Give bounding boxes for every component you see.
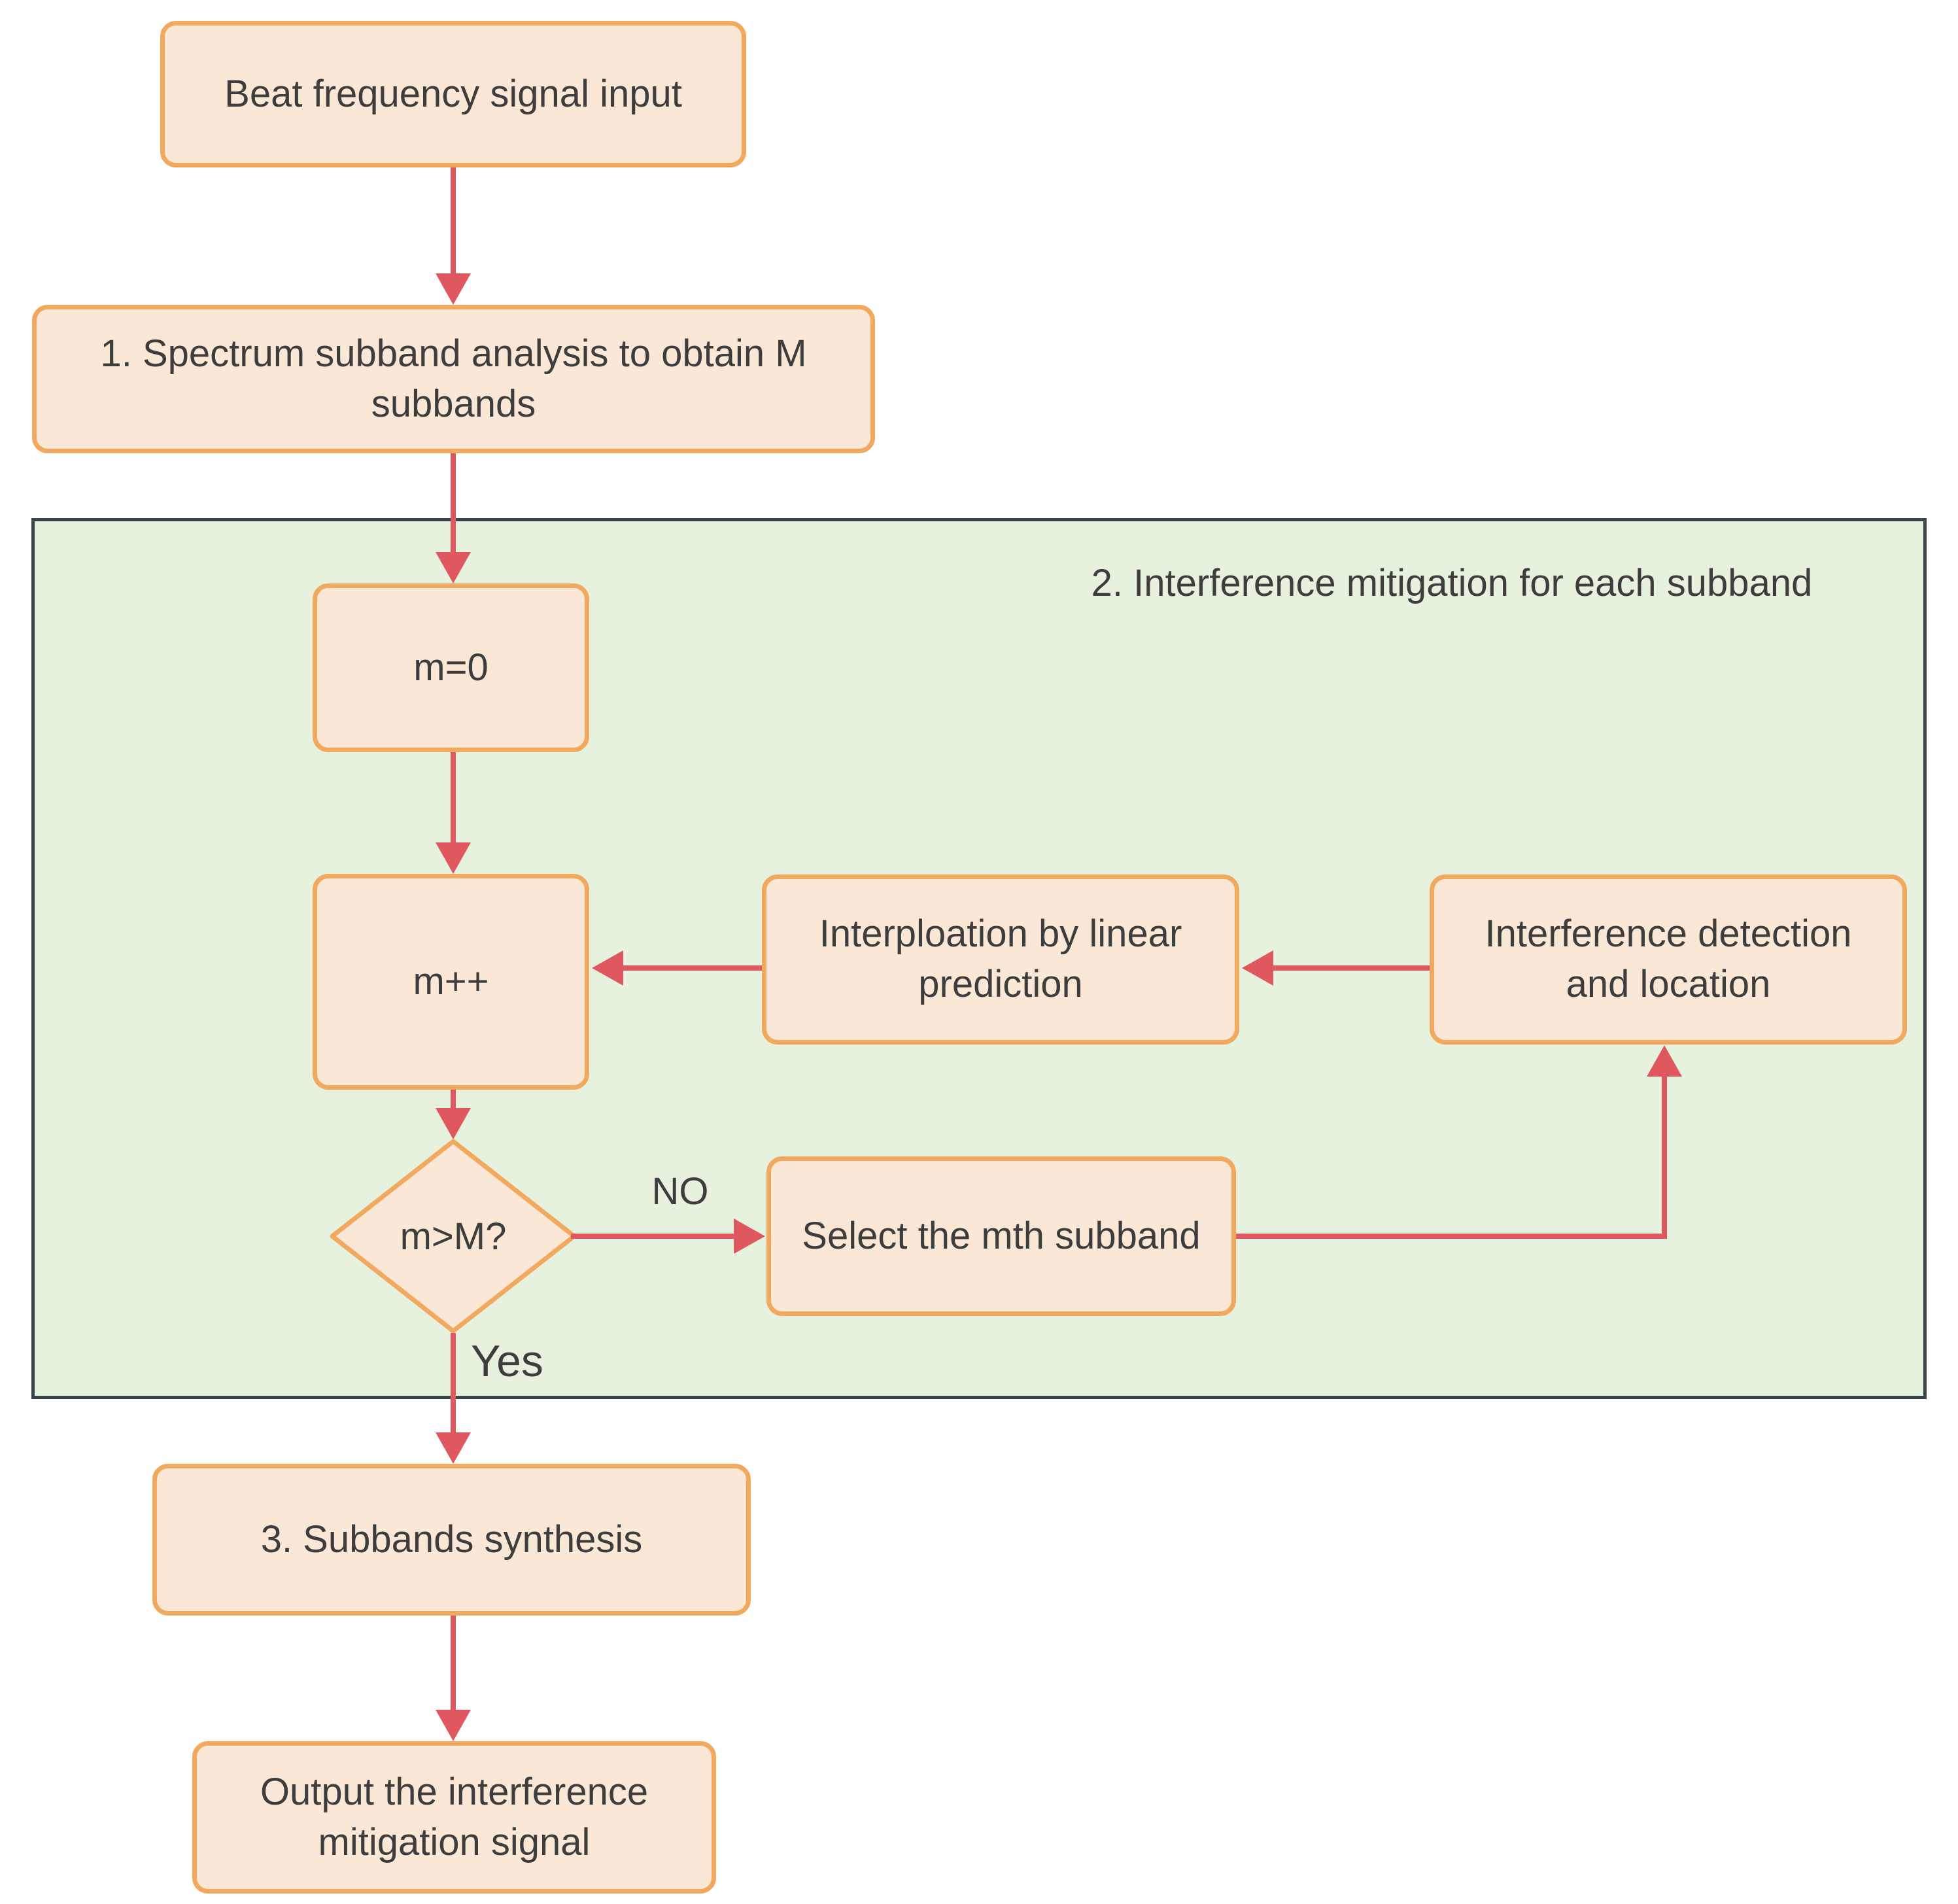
arrow-decision-to-select-head	[734, 1219, 765, 1254]
arrow-interp-to-mpp-head	[592, 950, 623, 986]
arrow-decision-to-synthesis-head	[436, 1432, 471, 1464]
arrow-select-to-detect-head	[1647, 1045, 1682, 1077]
arrow-synthesis-to-output-head	[436, 1710, 471, 1741]
arrow-mpp-to-decision-line	[451, 1090, 456, 1109]
decision-diamond-shape	[330, 1139, 577, 1334]
arrow-detect-to-interp-head	[1242, 950, 1273, 986]
arrow-m0-to-mpp-head	[436, 842, 471, 874]
arrow-synthesis-to-output-line	[451, 1616, 456, 1711]
node-output-mitigation-signal: Output the interference mitigation signa…	[192, 1741, 716, 1894]
arrow-decision-to-synthesis-line	[451, 1333, 456, 1434]
edge-label-yes: Yes	[471, 1336, 543, 1386]
node-interpolation-linear-prediction: Interploation by linear prediction	[762, 874, 1239, 1045]
decision-label: m>M?	[400, 1215, 507, 1258]
interference-mitigation-container-title: 2. Interference mitigation for each subb…	[1091, 562, 1813, 604]
node-m-increment: m++	[313, 874, 589, 1090]
node-spectrum-subband-analysis: 1. Spectrum subband analysis to obtain M…	[32, 305, 875, 453]
node-interference-detection-location: Interference detection and location	[1430, 874, 1907, 1045]
arrow-select-to-detect-hline	[1236, 1234, 1667, 1239]
node-subbands-synthesis: 3. Subbands synthesis	[152, 1464, 751, 1616]
arrow-select-to-detect-vline	[1662, 1077, 1667, 1239]
arrow-decision-to-select-line	[571, 1234, 734, 1239]
arrow-m0-to-mpp-line	[451, 752, 456, 842]
arrow-detect-to-interp-line	[1273, 965, 1430, 971]
node-decision-m-greater-M: m>M?	[329, 1138, 577, 1334]
edge-label-no: NO	[651, 1170, 709, 1213]
arrow-beat-to-spectrum-head	[436, 273, 471, 305]
arrow-beat-to-spectrum-line	[451, 167, 456, 275]
arrow-spectrum-to-m0-head	[436, 552, 471, 583]
arrow-interp-to-mpp-line	[622, 965, 762, 971]
arrow-mpp-to-decision-head	[436, 1108, 471, 1139]
node-select-mth-subband: Select the mth subband	[766, 1156, 1236, 1316]
node-beat-frequency-input: Beat frequency signal input	[160, 21, 746, 167]
node-m-equals-0: m=0	[313, 583, 589, 752]
arrow-spectrum-to-m0-line	[451, 453, 456, 552]
